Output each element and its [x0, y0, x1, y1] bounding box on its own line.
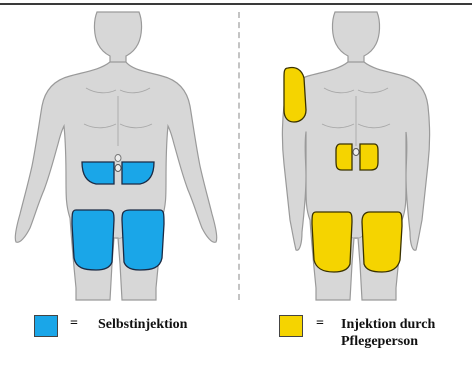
legend-label-self: Selbstinjektion — [98, 316, 187, 333]
navel-marker — [115, 165, 121, 172]
abdomen-zone-right — [360, 144, 378, 170]
thigh-zone-left — [312, 212, 352, 272]
navel — [115, 155, 121, 162]
top-rule — [0, 3, 472, 5]
thigh-zone-left — [72, 210, 114, 270]
navel-marker — [353, 149, 359, 156]
legend-swatch-caregiver — [279, 315, 303, 337]
upper-arm-zone — [284, 67, 306, 122]
legend-equals-self: = — [70, 316, 78, 332]
body-figure-self — [0, 6, 236, 306]
thigh-zone-right — [122, 210, 164, 270]
thigh-zone-right — [362, 212, 402, 272]
legend-label-caregiver: Injektion durch Pflegeperson — [341, 316, 471, 350]
abdomen-zone-left — [336, 144, 352, 170]
body-figure-caregiver — [236, 6, 472, 306]
legend-equals-caregiver: = — [316, 316, 324, 332]
legend-swatch-self — [34, 315, 58, 337]
